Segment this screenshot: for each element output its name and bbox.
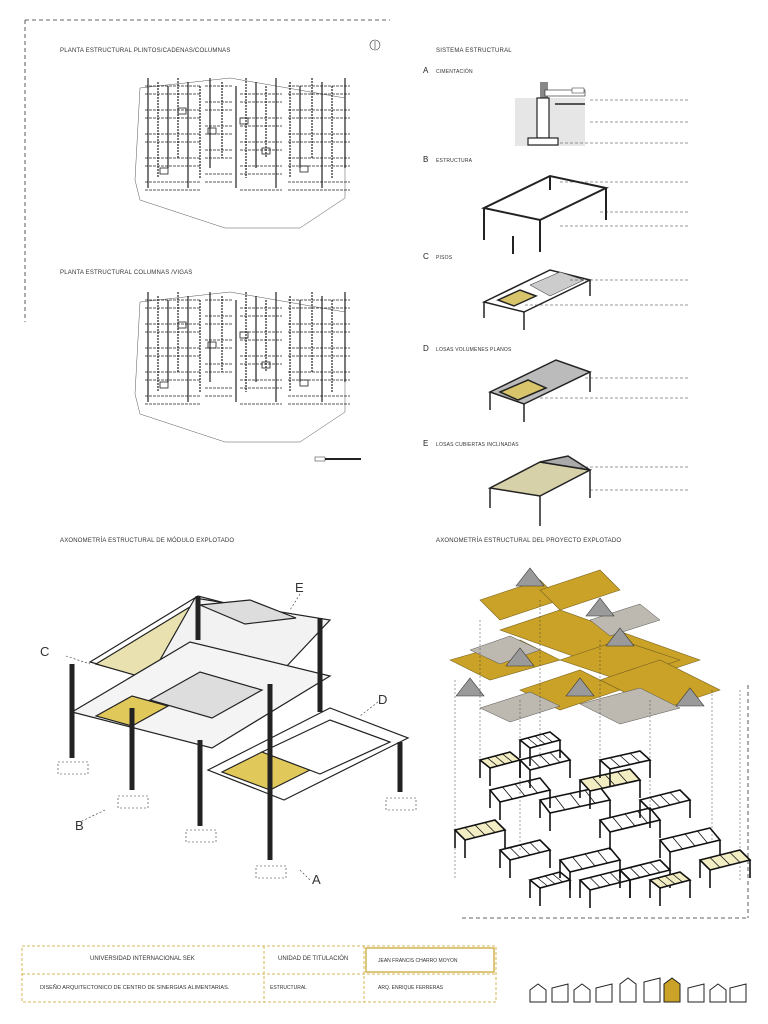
house-outline-icon: [573, 983, 591, 1003]
system-label-b: ESTRUCTURA: [436, 158, 473, 164]
system-letter-e: E: [423, 439, 429, 448]
house-outline-icon: [619, 977, 637, 1003]
project-roof-layer: [449, 567, 721, 725]
tb-author: JEAN FRANCIS CHARRO MOYON: [378, 958, 458, 964]
tb-project: DISEÑO ARQUITECTONICO DE CENTRO DE SINER…: [40, 985, 230, 991]
tb-university: UNIVERSIDAD INTERNACIONAL SEK: [90, 956, 195, 962]
plan2-title: PLANTA ESTRUCTURAL COLUMNAS /VIGAS: [60, 270, 193, 276]
callout-c: C: [40, 644, 50, 659]
project-frame-layer: [453, 731, 752, 908]
system-letter-c: C: [423, 252, 429, 261]
callout-b: B: [75, 818, 84, 833]
tb-topic: ESTRUCTURAL: [270, 985, 307, 991]
pitched-roof-iso: [487, 455, 593, 526]
house-outline-icon: [709, 983, 727, 1003]
house-filled-icon: [663, 977, 681, 1003]
house-outline-icon: [551, 983, 569, 1003]
flat-slab-iso: [488, 359, 592, 422]
plan2-grid: [134, 291, 350, 443]
system-letter-a: A: [423, 66, 429, 75]
tb-unit: UNIDAD DE TITULACIÓN: [278, 956, 349, 962]
axo-module-title: AXONOMETRÍA ESTRUCTURAL DE MÓDULO EXPLOT…: [60, 538, 235, 544]
foundation-section: [515, 82, 586, 146]
callout-a: A: [312, 872, 321, 887]
plan1-grid: [134, 77, 350, 229]
callout-e: E: [295, 580, 304, 595]
system-letter-b: B: [423, 155, 429, 164]
frame-iso: [480, 174, 610, 254]
house-outline-icon: [643, 977, 661, 1003]
house-outline-icon: [595, 983, 613, 1003]
system-title: SISTEMA ESTRUCTURAL: [436, 48, 512, 54]
tb-tutor: ARQ. ENRIQUE FERRERAS: [378, 985, 444, 991]
axo-project-title: AXONOMETRÍA ESTRUCTURAL DEL PROYECTO EXP…: [436, 538, 622, 544]
house-outline-icon: [529, 983, 547, 1003]
plan1-title: PLANTA ESTRUCTURAL PLINTOS/CADENAS/COLUM…: [60, 48, 231, 54]
system-label-c: PISOS: [436, 255, 453, 261]
house-outline-icon: [729, 983, 747, 1003]
system-label-d: LOSAS VOLUMENES PLANOS: [436, 347, 512, 353]
system-label-e: LOSAS CUBIERTAS INCLINADAS: [436, 442, 519, 448]
system-letter-d: D: [423, 344, 429, 353]
house-outline-icon: [687, 983, 705, 1003]
callout-d: D: [378, 692, 388, 707]
system-label-a: CIMENTACIÓN: [436, 69, 473, 75]
